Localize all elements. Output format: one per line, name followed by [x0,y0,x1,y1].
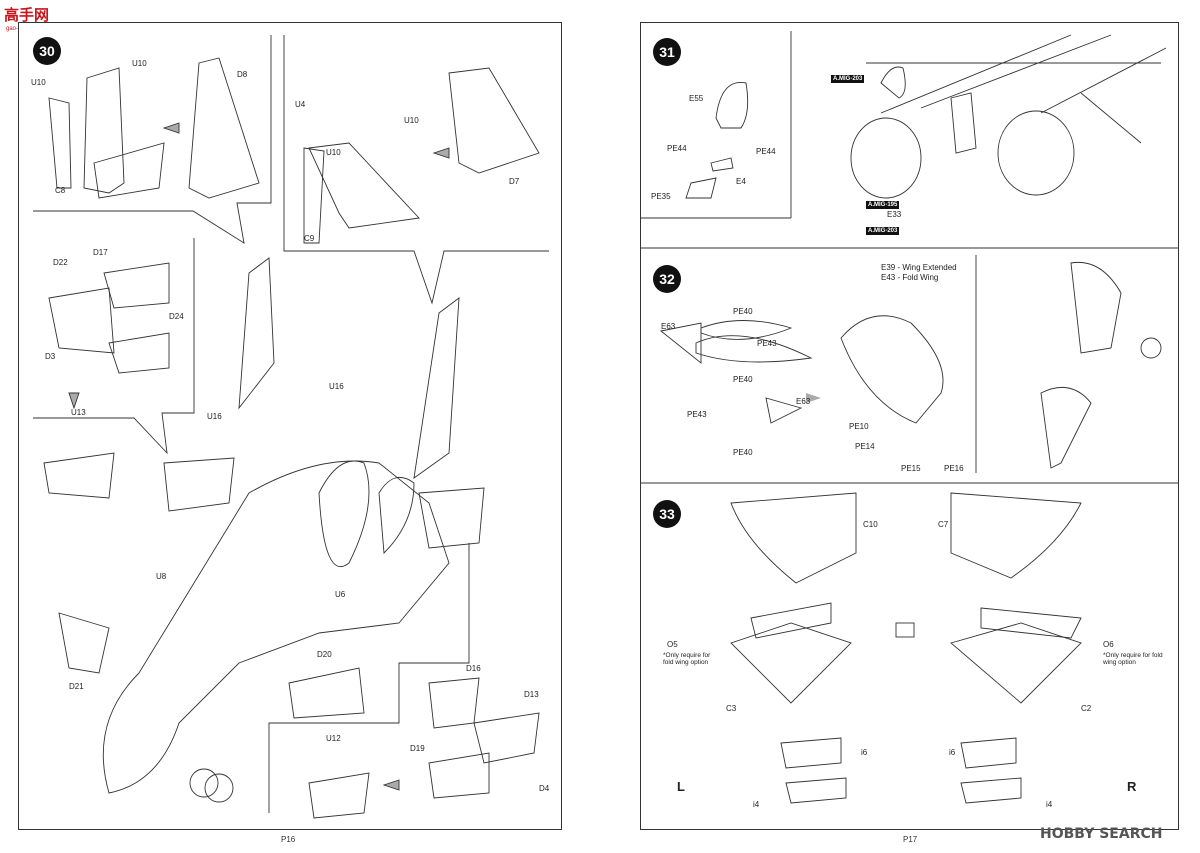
fold-wing-note-right: *Only require for fold wing option [1103,652,1163,667]
part-label: C3 [726,704,737,713]
part-label: D24 [169,312,184,321]
part-label: U8 [156,572,167,581]
part-label: PE43 [687,410,707,419]
part-label: D22 [53,258,68,267]
instruction-page-left: 30 U10 U10 D8 C8 U4 U10 U10 D7 C9 D17 D2… [18,22,562,844]
step-31-badge: 31 [653,38,681,66]
step-32-badge: 32 [653,265,681,293]
part-label: PE14 [855,442,875,451]
part-label: PE10 [849,422,869,431]
part-label: U16 [207,412,222,421]
part-label: D4 [539,784,550,793]
part-label: C10 [863,520,878,529]
part-label: U10 [31,78,46,87]
part-label: PE40 [733,448,753,457]
instruction-page-right: 31 E55 PE44 PE44 E4 PE35 E33 A.MIG-203 A… [640,22,1179,844]
part-label: U13 [71,408,86,417]
part-label: E43 - Fold Wing [881,273,939,282]
step-33-badge: 33 [653,500,681,528]
part-label: D16 [466,664,481,673]
part-label: PE16 [944,464,964,473]
assembly-drawing-steps-31-33 [641,31,1178,804]
assembly-drawing-step-30 [33,35,549,819]
paint-code-tag: A.MIG-203 [866,227,900,235]
part-label: PE44 [756,147,776,156]
part-label: D19 [410,744,425,753]
part-label: i4 [1046,800,1053,809]
side-left-marker: L [677,779,685,794]
part-label: PE44 [667,144,687,153]
part-label: U12 [326,734,341,743]
part-label: E4 [736,177,746,186]
part-label: D3 [45,352,56,361]
part-label: C2 [1081,704,1092,713]
part-label: U4 [295,100,306,109]
part-label: E63 [796,397,811,406]
part-label: O5 [667,640,678,649]
part-label: D20 [317,650,332,659]
part-label: E55 [689,94,704,103]
paint-code-tag: A.MIG-195 [866,201,900,209]
part-label: D13 [524,690,539,699]
part-label: C8 [55,186,66,195]
part-label: i4 [753,800,760,809]
part-label: PE15 [901,464,921,473]
part-label: U6 [335,590,346,599]
part-label: PE43 [757,339,777,348]
part-label: U16 [329,382,344,391]
part-label: E39 - Wing Extended [881,263,957,272]
watermark-logo: 高手网 [4,7,50,24]
watermark-logo-bottom: HOBBY SEARCH [1040,826,1163,842]
part-label: E33 [887,210,902,219]
part-label: i6 [861,748,868,757]
paint-code-tag: A.MIG-203 [831,75,865,83]
part-label: PE40 [733,375,753,384]
part-label: i6 [949,748,956,757]
page-number: P17 [903,835,918,844]
fold-wing-note-left: *Only require for fold wing option [663,652,711,667]
part-label: D7 [509,177,520,186]
part-label: U10 [132,59,147,68]
part-label: D8 [237,70,248,79]
part-label: PE40 [733,307,753,316]
part-label: C7 [938,520,949,529]
part-label: D21 [69,682,84,691]
page-number: P16 [281,835,296,844]
part-label: U10 [404,116,419,125]
part-label: C9 [304,234,315,243]
side-right-marker: R [1127,779,1137,794]
part-label: O6 [1103,640,1114,649]
part-label: PE35 [651,192,671,201]
step-30-badge: 30 [33,37,61,65]
part-label: E63 [661,322,676,331]
part-label: D17 [93,248,108,257]
part-label: U10 [326,148,341,157]
